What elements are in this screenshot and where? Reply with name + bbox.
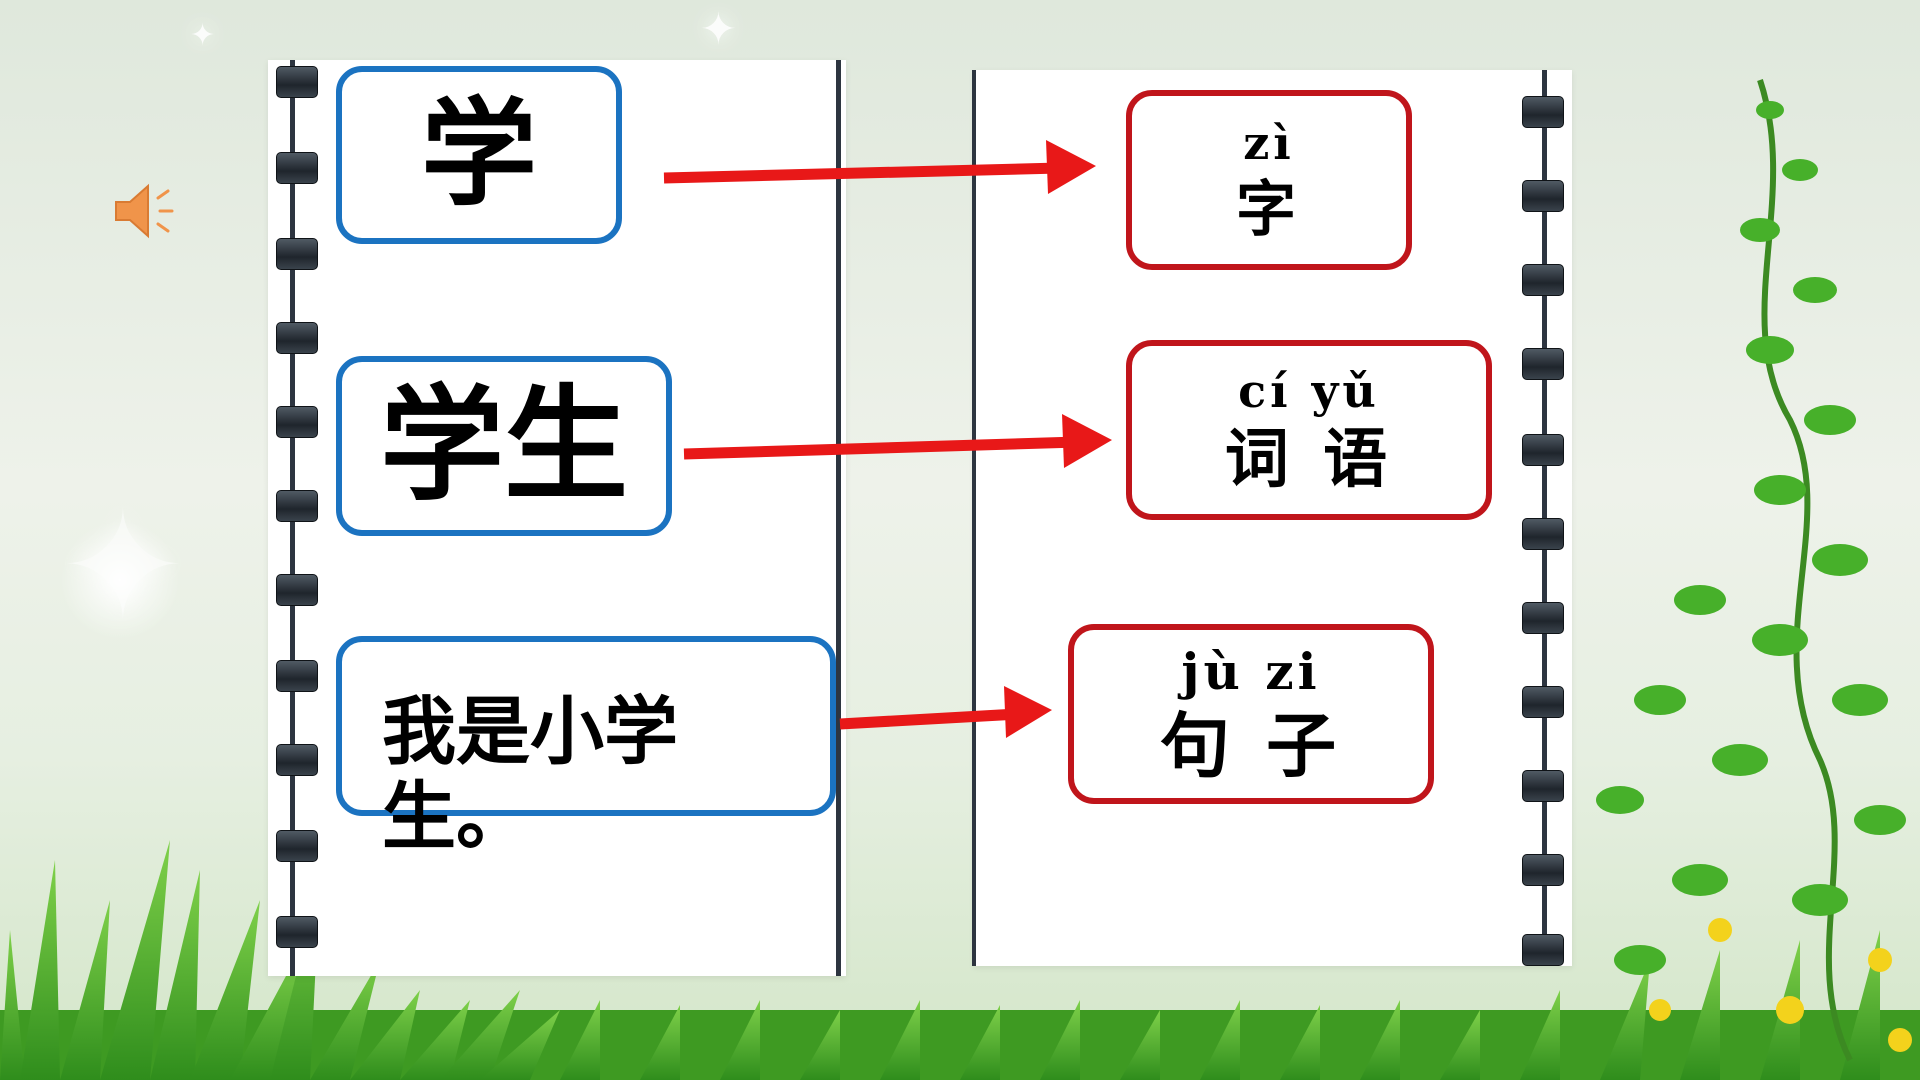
- binder-ring: [276, 830, 318, 862]
- binder-ring: [276, 238, 318, 270]
- binder-ring: [1522, 96, 1564, 128]
- binder-ring: [1522, 934, 1564, 966]
- binder-ring: [1522, 686, 1564, 718]
- pinyin-sentence: jù zi: [1181, 642, 1321, 701]
- category-card-sentence[interactable]: jù zi 句 子: [1068, 624, 1434, 804]
- binder-ring: [1522, 434, 1564, 466]
- binder-ring: [276, 660, 318, 692]
- binder-ring: [1522, 264, 1564, 296]
- sparkle-glow: [60, 520, 180, 640]
- left-page-edge: [836, 60, 841, 976]
- word-box-character[interactable]: 学: [336, 66, 622, 244]
- binder-ring: [1522, 518, 1564, 550]
- binder-ring: [1522, 770, 1564, 802]
- right-page-edge: [972, 70, 976, 966]
- binder-ring: [1522, 602, 1564, 634]
- arrow-sentence: [839, 686, 1052, 738]
- pinyin-word: cí yǔ: [1238, 364, 1380, 418]
- sparkle-decoration: ✦: [700, 4, 737, 55]
- binder-ring: [1522, 180, 1564, 212]
- binder-ring: [276, 322, 318, 354]
- arrow-word: [683, 414, 1112, 468]
- word-box-sentence[interactable]: [336, 636, 836, 816]
- word-box-word[interactable]: 学生: [336, 356, 672, 536]
- category-card-character[interactable]: zì 字: [1126, 90, 1412, 270]
- word-character: 学: [421, 87, 537, 222]
- binder-ring: [1522, 854, 1564, 886]
- hanzi-sentence: 句 子: [1159, 705, 1343, 787]
- hanzi-character: 字: [1236, 175, 1302, 245]
- binder-ring: [276, 406, 318, 438]
- binder-ring: [276, 916, 318, 948]
- word-sentence: 我是小学生。: [382, 689, 678, 861]
- binder-ring: [276, 152, 318, 184]
- binder-ring: [276, 574, 318, 606]
- binder-ring: [1522, 348, 1564, 380]
- hanzi-word: 词 语: [1224, 423, 1394, 497]
- binder-ring: [276, 744, 318, 776]
- category-card-word[interactable]: cí yǔ 词 语: [1126, 340, 1492, 520]
- sparkle-decoration: ✦: [60, 480, 186, 654]
- sparkle-decoration: ✦: [190, 18, 216, 53]
- pinyin-character: zì: [1243, 116, 1295, 170]
- word-phrase: 学生: [379, 374, 628, 518]
- speaker-icon[interactable]: [112, 178, 184, 244]
- arrow-character: [663, 140, 1096, 194]
- binder-ring: [276, 490, 318, 522]
- binder-ring: [276, 66, 318, 98]
